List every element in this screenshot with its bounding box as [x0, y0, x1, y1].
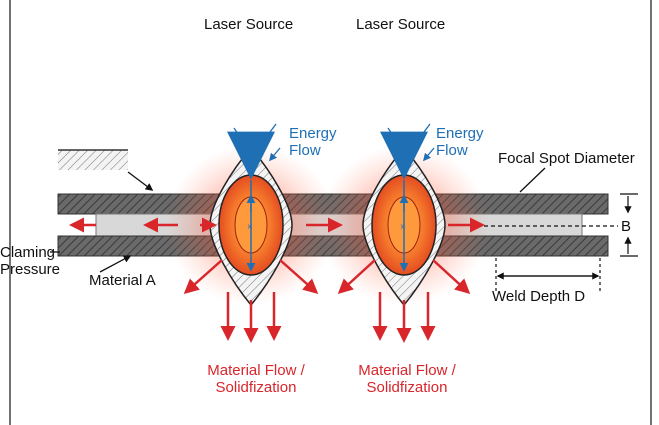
weld-depth-dimension: [495, 258, 601, 292]
material-flow-label-1: Material Flow / Solidfization: [193, 362, 319, 397]
b-label: B: [621, 218, 632, 235]
svg-text:×: ×: [247, 222, 253, 233]
svg-text:×: ×: [400, 222, 406, 233]
clamping-line-1: Claming: [0, 244, 56, 261]
material-flow-line-1a: Material Flow /: [207, 362, 305, 379]
weld-zone-2: ×: [362, 146, 446, 307]
material-flow-line-2a: Material Flow /: [358, 362, 456, 379]
clamping-line-2: Pressure: [0, 261, 61, 279]
solidification-arrows-2: [337, 259, 471, 343]
energy-flow-label-2: Energy Flow: [436, 125, 484, 160]
energy-flow-label-1: Energy Flow: [289, 125, 337, 160]
energy-flow-arrows-1: [233, 123, 281, 162]
material-a-leader: [99, 255, 132, 273]
material-a-label: Material A: [89, 272, 156, 289]
clamping-pressure-label: Claming Pressure: [0, 244, 60, 279]
energy-flow-arrows-2: [387, 123, 435, 162]
b-dimension: [484, 193, 638, 257]
energy-flow-line-2a: Energy: [436, 125, 484, 142]
laser-source-label-2: Laser Source: [356, 16, 446, 33]
weld-depth-label: Weld Depth D: [492, 288, 586, 305]
laser-source-label-1: Laser Source: [204, 16, 294, 33]
clamp-leader: [127, 171, 154, 191]
energy-flow-line-2b: Flow: [436, 142, 468, 160]
solidification-arrows-1: [183, 259, 319, 343]
focal-spot-label: Focal Spot Diameter: [498, 150, 635, 167]
material-flow-line-1b: Solidfization: [215, 379, 297, 397]
energy-flow-line-1a: Energy: [289, 125, 337, 142]
material-flow-label-2: Material Flow / Solidfization: [344, 362, 470, 397]
material-flow-line-2b: Solidfization: [366, 379, 448, 397]
clamp-block: [58, 150, 128, 170]
energy-flow-line-1b: Flow: [289, 142, 321, 160]
focal-spot-leader: [519, 167, 546, 193]
